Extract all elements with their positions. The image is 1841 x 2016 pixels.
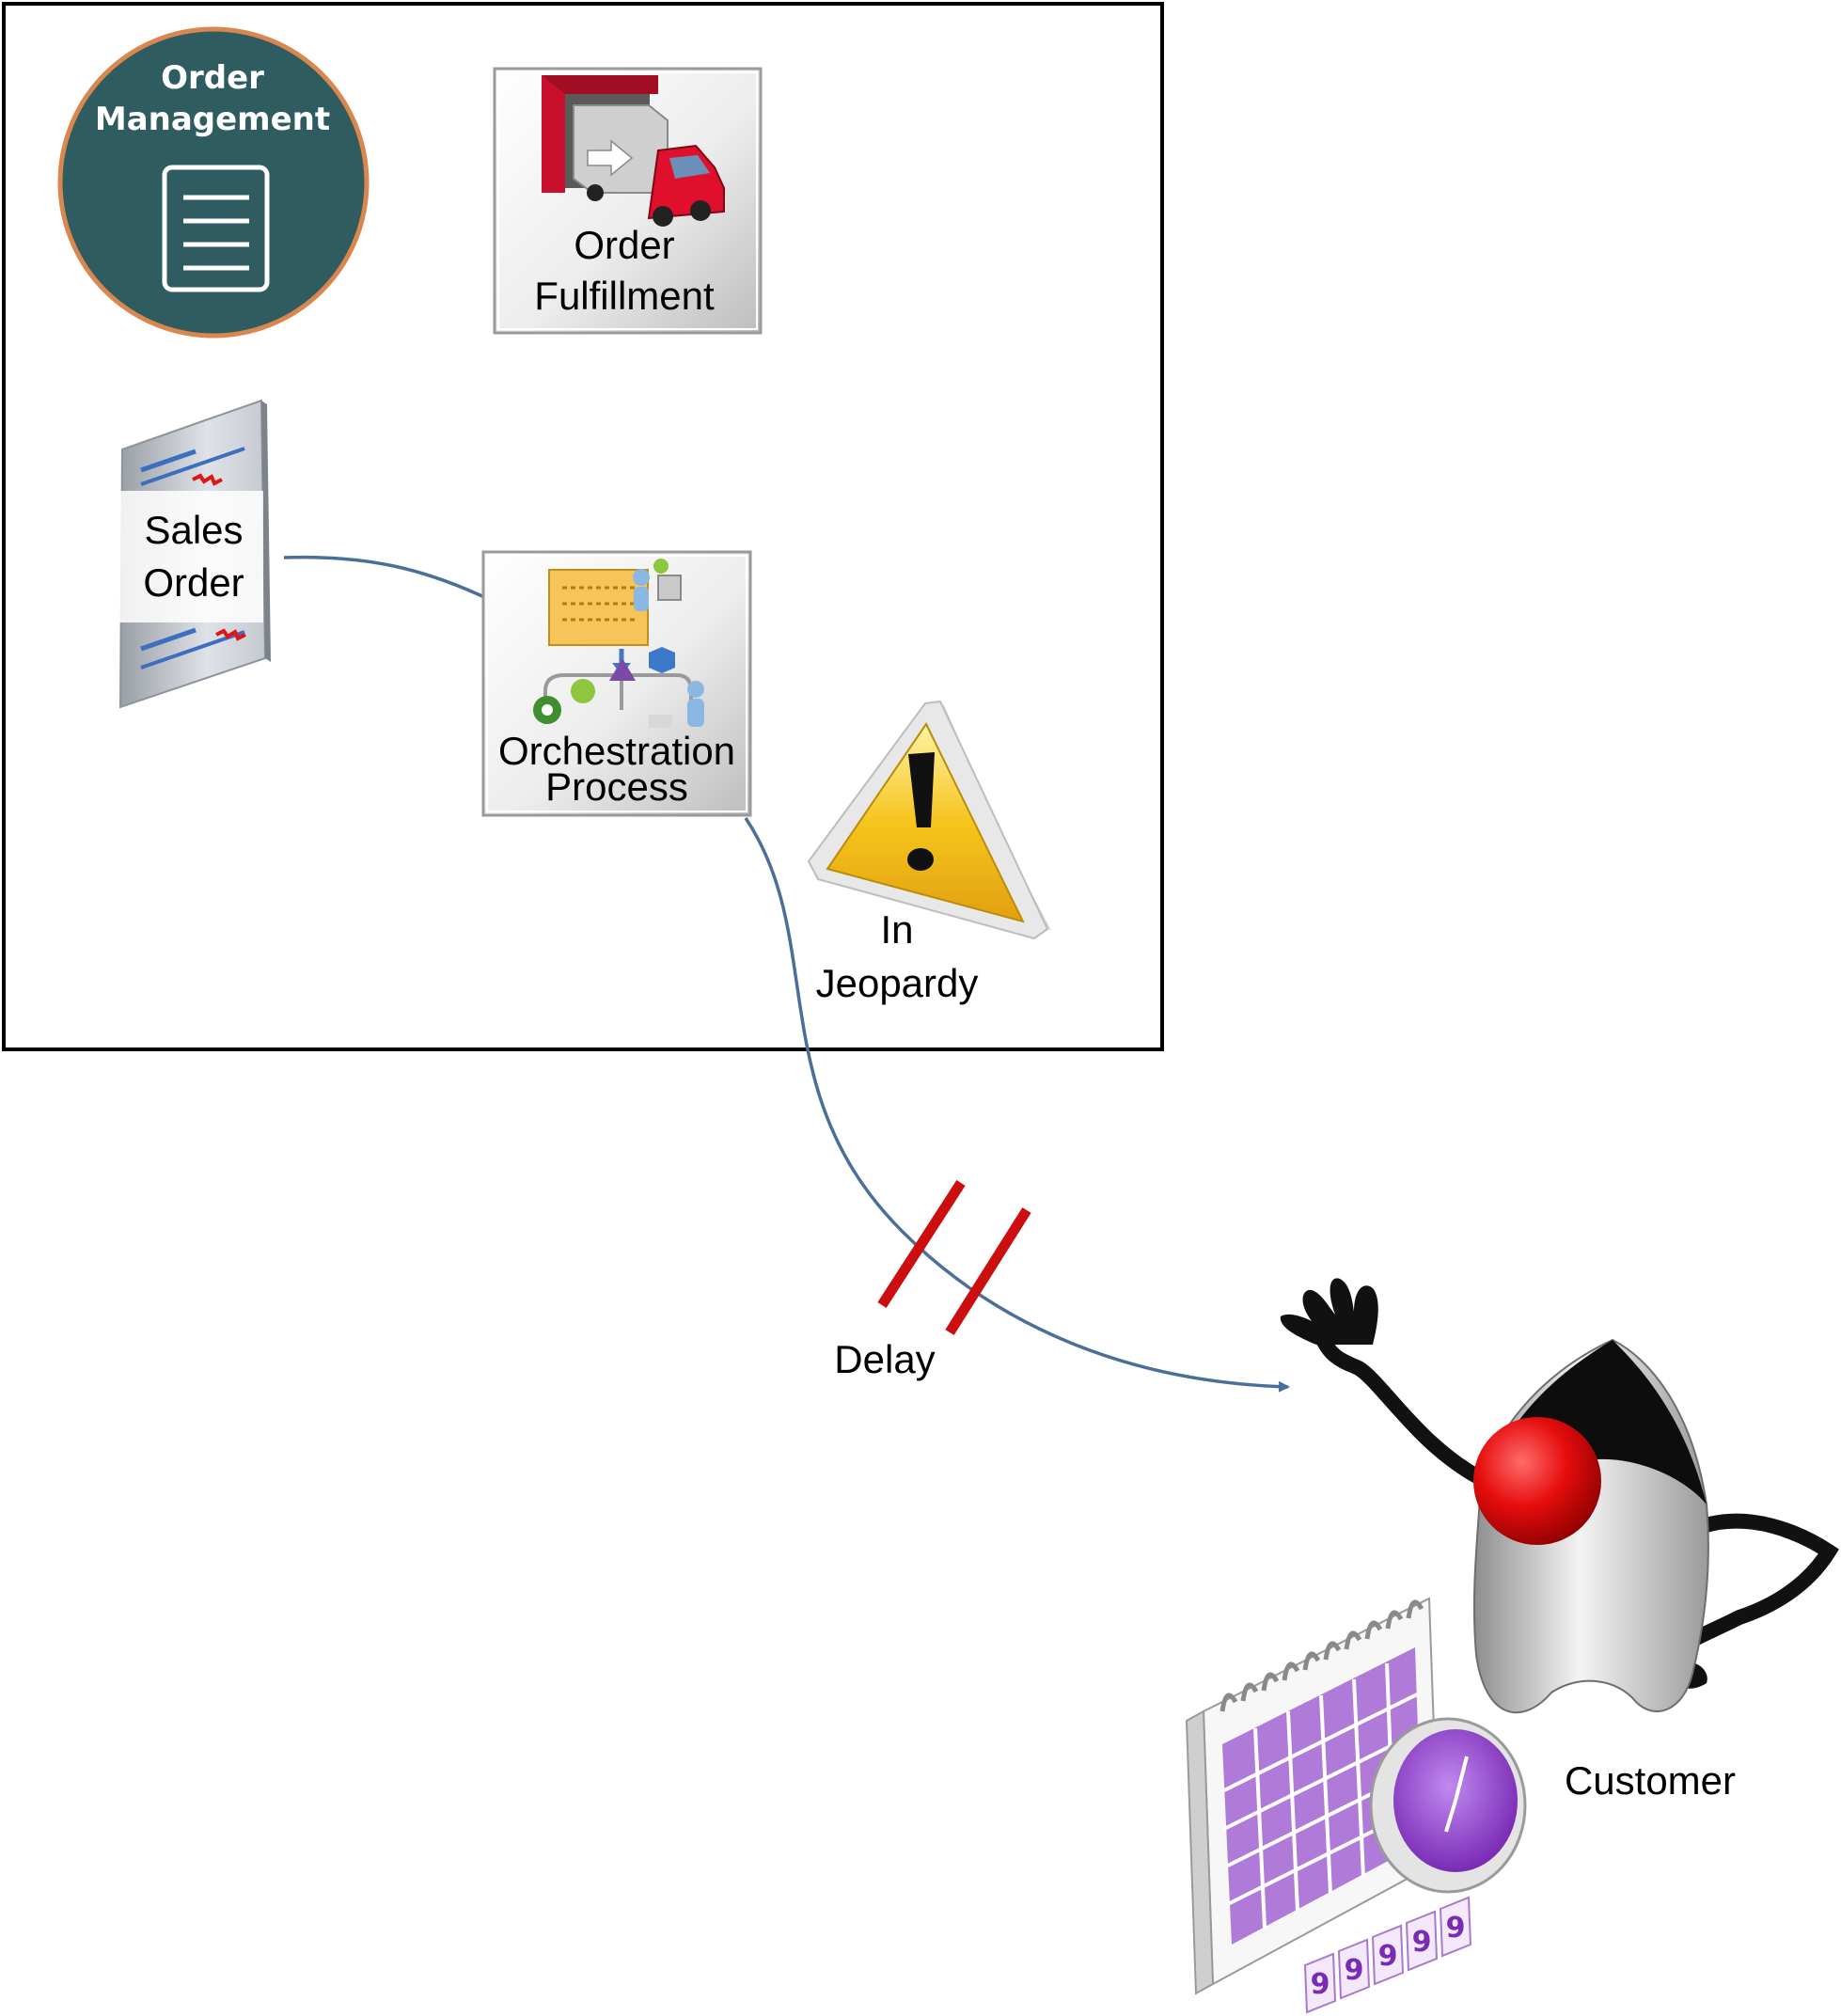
sales-order-line1: Sales [144, 508, 243, 552]
customer-label: Customer [1565, 1758, 1736, 1803]
process-flow-icon [533, 559, 704, 728]
delay-break-marks [877, 1180, 1031, 1335]
document-icon [162, 165, 270, 292]
order-management-title-line2: Management [95, 101, 330, 138]
orchestration-process-node: Orchestration Process [481, 550, 752, 817]
orchestration-to-customer-connector [744, 817, 1290, 1393]
order-management-boundary [2, 2, 1164, 1051]
calendar-digit-4: 9 [1412, 1926, 1432, 1959]
orchestration-process-line1: Orchestration [498, 729, 735, 773]
sales-order-node: Sales Order [118, 399, 271, 709]
sales-to-orchestration-connector [283, 555, 485, 599]
in-jeopardy-line2: Jeopardy [816, 961, 979, 1005]
truck-icon [542, 75, 725, 227]
in-jeopardy-node: In Jeopardy [807, 700, 1051, 1005]
sales-order-line2: Order [143, 560, 244, 605]
order-fulfillment-line1: Order [574, 223, 674, 267]
order-management-title-line1: Order [161, 59, 264, 97]
order-fulfillment-line2: Fulfillment [534, 274, 715, 318]
order-management-badge: Order Management [57, 26, 370, 339]
duke-mascot-icon [1280, 1278, 1839, 1714]
warning-icon [807, 700, 1051, 940]
customer-node: Customer [1280, 1278, 1839, 1803]
calendar-digit-2: 9 [1345, 1954, 1364, 1987]
calendar-clock-icon: 9 9 9 9 9 [1185, 1597, 1527, 2014]
order-fulfillment-node: Order Fulfillment [493, 67, 763, 335]
calendar-digit-5: 9 [1446, 1912, 1466, 1945]
in-jeopardy-line1: In [880, 907, 913, 952]
orchestration-process-line2: Process [545, 764, 688, 809]
calendar-digit-1: 9 [1311, 1968, 1330, 2001]
calendar-digit-3: 9 [1378, 1940, 1398, 1973]
delay-label: Delay [834, 1337, 935, 1381]
